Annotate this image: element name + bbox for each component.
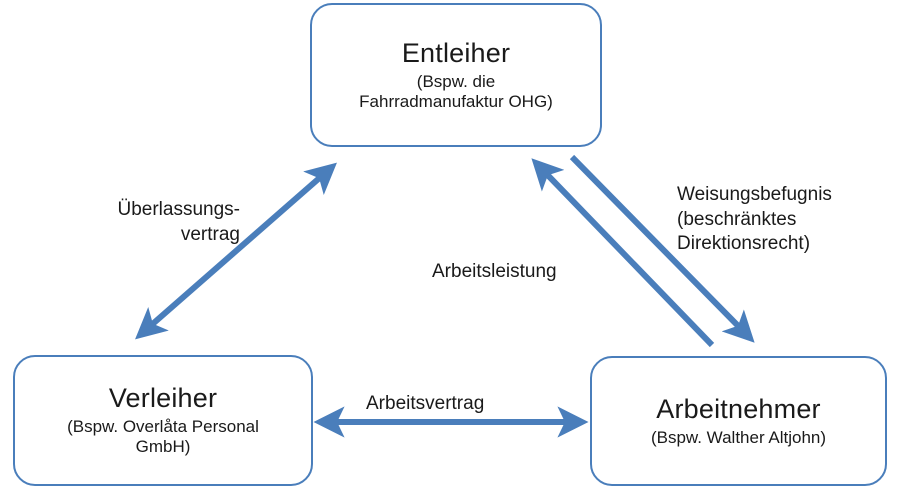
- node-arbeitnehmer-title: Arbeitnehmer: [656, 393, 821, 424]
- node-entleiher-title: Entleiher: [401, 37, 511, 68]
- edge-weisungsbefugnis-arrow: [569, 154, 755, 343]
- edge-label-weisungsbefugnis: Weisungsbefugnis (beschränktes Direktion…: [677, 184, 832, 255]
- edge-ueberlassungsvertrag-arrow: [135, 162, 337, 340]
- node-entleiher-subtitle: (Bspw. die Fahrradmanufaktur OHG): [359, 71, 553, 111]
- node-entleiher[interactable]: Entleiher (Bspw. die Fahrradmanufaktur O…: [310, 3, 602, 147]
- edge-label-arbeitsvertrag: Arbeitsvertrag: [366, 393, 485, 414]
- edge-label-ueberlassungsvertrag: Überlassungs- vertrag: [117, 199, 241, 245]
- node-verleiher-title: Verleiher: [108, 383, 218, 414]
- node-verleiher-subtitle: (Bspw. Overlåta Personal GmbH): [67, 417, 259, 457]
- edge-arbeitsleistung-arrow: [531, 158, 715, 348]
- edge-label-arbeitsleistung: Arbeitsleistung: [432, 261, 557, 282]
- node-arbeitnehmer-subtitle: (Bspw. Walther Altjohn): [650, 427, 827, 447]
- node-verleiher[interactable]: Verleiher (Bspw. Overlåta Personal GmbH): [13, 355, 313, 486]
- node-arbeitnehmer[interactable]: Arbeitnehmer (Bspw. Walther Altjohn): [590, 356, 887, 486]
